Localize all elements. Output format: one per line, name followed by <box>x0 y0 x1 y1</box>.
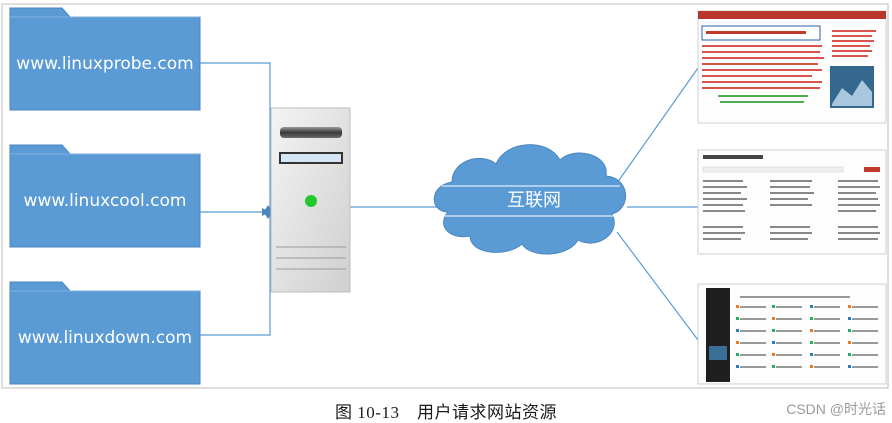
folder-linuxcool: www.linuxcool.com <box>9 144 201 248</box>
internet-cloud: 互联网 <box>433 144 627 255</box>
server-icon <box>270 107 351 293</box>
website-thumbnail-linuxdown <box>697 283 887 385</box>
folder-linuxdown: www.linuxdown.com <box>9 281 201 385</box>
folder-linuxprobe: www.linuxprobe.com <box>9 7 201 111</box>
website-thumbnail-linuxcool <box>697 149 887 255</box>
site-label-linuxcool: www.linuxcool.com <box>24 191 187 211</box>
power-led-icon <box>305 195 317 207</box>
cloud-label: 互联网 <box>507 190 561 211</box>
watermark: CSDN @时光话 <box>786 401 886 417</box>
website-thumbnail-linuxprobe <box>697 10 887 124</box>
site-label-linuxdown: www.linuxdown.com <box>18 328 192 348</box>
figure-frame <box>1 3 889 389</box>
figure-caption: 图 10-13 用户请求网站资源 <box>335 403 557 422</box>
connector-lines <box>200 62 699 341</box>
site-label-linuxprobe: www.linuxprobe.com <box>16 54 193 74</box>
